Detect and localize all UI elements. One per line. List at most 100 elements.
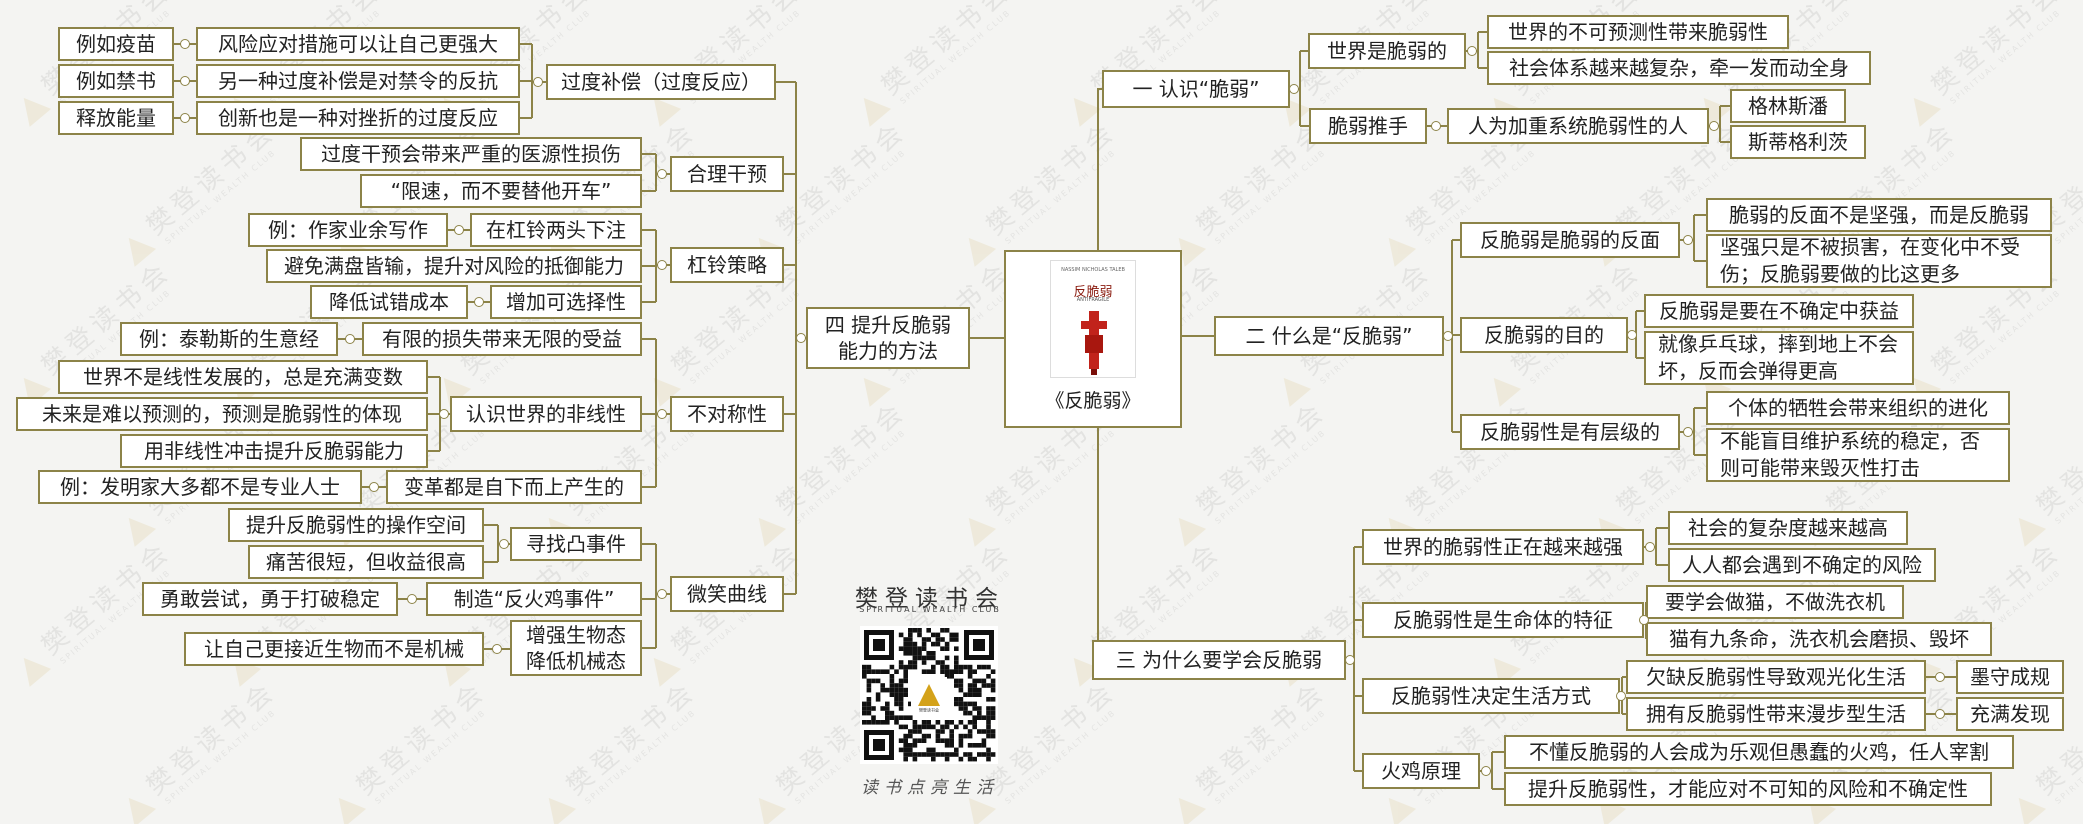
example-banned-books[interactable]: 例如禁书 xyxy=(58,64,174,98)
node-anti-turkey-event[interactable]: 制造“反火鸡事件” xyxy=(426,582,642,616)
leaf-bottom-up[interactable]: 变革都是自下而上产生的 xyxy=(386,470,642,504)
collapse-toggle[interactable] xyxy=(657,260,667,270)
tag-discovery[interactable]: 充满发现 xyxy=(1956,697,2064,731)
node-convex-events[interactable]: 寻找凸事件 xyxy=(510,527,642,561)
leaf-system-stability[interactable]: 不能盲目维护系统的稳定，否则可能带来毁灭性打击 xyxy=(1706,428,2010,482)
qr-code[interactable]: 樊登读书会 xyxy=(860,626,998,764)
node-nonlinear[interactable]: 认识世界的非线性 xyxy=(450,396,642,432)
leaf-optionality[interactable]: 增加可选择性 xyxy=(490,285,642,319)
node-fragility-pushers[interactable]: 脆弱推手 xyxy=(1309,108,1427,144)
collapse-toggle[interactable] xyxy=(1467,46,1477,56)
leaf-brave-try[interactable]: 勇敢尝试，勇于打破稳定 xyxy=(142,582,398,616)
collapse-toggle[interactable] xyxy=(1709,121,1719,131)
collapse-toggle[interactable] xyxy=(1627,330,1637,340)
node-lifestyle[interactable]: 反脆弱性决定生活方式 xyxy=(1362,678,1620,714)
leaf-stiglitz[interactable]: 斯蒂格利茨 xyxy=(1730,125,1866,159)
collapse-toggle[interactable] xyxy=(1935,709,1945,719)
collapse-toggle[interactable] xyxy=(1683,427,1693,437)
collapse-toggle[interactable] xyxy=(1616,691,1626,701)
leaf-closer-to-bio[interactable]: 让自己更接近生物而不是机械 xyxy=(184,632,484,666)
leaf-operating-space[interactable]: 提升反脆弱性的操作空间 xyxy=(228,508,484,542)
collapse-toggle[interactable] xyxy=(1683,235,1693,245)
collapse-toggle[interactable] xyxy=(499,539,509,549)
collapse-toggle[interactable] xyxy=(1289,84,1299,94)
leaf-sightseeing-life[interactable]: 欠缺反脆弱性导致观光化生活 xyxy=(1626,660,1926,694)
node-levels[interactable]: 反脆弱性是有层级的 xyxy=(1460,414,1680,450)
collapse-toggle[interactable] xyxy=(345,334,355,344)
leaf-not-strong[interactable]: 脆弱的反面不是坚强，而是反脆弱 xyxy=(1706,198,2052,232)
leaf-complexity[interactable]: 社会的复杂度越来越高 xyxy=(1668,511,1908,545)
leaf-innovation[interactable]: 创新也是一种对挫折的过度反应 xyxy=(196,101,520,135)
leaf-unpredictable-future[interactable]: 未来是难以预测的，预测是脆弱性的体现 xyxy=(16,397,428,431)
leaf-greenspan[interactable]: 格林斯潘 xyxy=(1730,89,1846,123)
leaf-avoid-total-loss[interactable]: 避免满盘皆输，提升对风险的抵御能力 xyxy=(266,249,642,283)
leaf-short-pain[interactable]: 痛苦很短，但收益很高 xyxy=(248,545,484,579)
collapse-toggle[interactable] xyxy=(1645,542,1655,552)
leaf-complex-society[interactable]: 社会体系越来越复杂，牵一发而动全身 xyxy=(1487,51,1871,85)
collapse-toggle[interactable] xyxy=(1639,615,1649,625)
example-thales[interactable]: 例：泰勒斯的生意经 xyxy=(120,322,338,356)
leaf-uncertain-risk[interactable]: 人人都会遇到不确定的风险 xyxy=(1668,548,1936,582)
leaf-pingpong[interactable]: 就像乒乓球，摔到地上不会坏，反而会弹得更高 xyxy=(1644,331,1914,385)
leaf-limited-loss[interactable]: 有限的损失带来无限的受益 xyxy=(362,322,642,356)
leaf-gain-uncertainty[interactable]: 反脆弱是要在不确定中获益 xyxy=(1644,294,1914,328)
node-life-feature[interactable]: 反脆弱性是生命体的特征 xyxy=(1362,602,1644,638)
branch-recognize-fragility[interactable]: 一 认识“脆弱” xyxy=(1102,70,1290,108)
collapse-toggle[interactable] xyxy=(180,76,190,86)
collapse-toggle[interactable] xyxy=(657,409,667,419)
node-smile-curve[interactable]: 微笑曲线 xyxy=(670,576,784,612)
node-goal[interactable]: 反脆弱的目的 xyxy=(1460,317,1628,353)
leaf-bet-both-ends[interactable]: 在杠铃两头下注 xyxy=(470,213,642,247)
collapse-toggle[interactable] xyxy=(474,297,484,307)
collapse-toggle[interactable] xyxy=(1935,672,1945,682)
leaf-ban-resistance[interactable]: 另一种过度补偿是对禁令的反抗 xyxy=(196,64,520,98)
node-overcompensation[interactable]: 过度补偿（过度反应） xyxy=(546,64,776,100)
collapse-toggle[interactable] xyxy=(180,113,190,123)
node-turkey-principle[interactable]: 火鸡原理 xyxy=(1362,753,1480,789)
node-reasonable-intervention[interactable]: 合理干预 xyxy=(670,156,784,192)
collapse-toggle[interactable] xyxy=(533,77,543,87)
node-fragile-world[interactable]: 世界是脆弱的 xyxy=(1308,33,1466,69)
example-vaccine[interactable]: 例如疫苗 xyxy=(58,27,174,61)
leaf-nine-lives[interactable]: 猫有九条命，洗衣机会磨损、毁坏 xyxy=(1646,622,1992,656)
node-bio-vs-mechanical[interactable]: 增强生物态 降低机械态 xyxy=(510,620,642,676)
collapse-toggle[interactable] xyxy=(657,589,667,599)
example-release-energy[interactable]: 释放能量 xyxy=(58,101,174,135)
collapse-toggle[interactable] xyxy=(492,644,502,654)
leaf-individual-sacrifice[interactable]: 个体的牺牲会带来组织的进化 xyxy=(1706,391,2010,425)
collapse-toggle[interactable] xyxy=(369,482,379,492)
node-barbell-strategy[interactable]: 杠铃策略 xyxy=(670,247,784,283)
collapse-toggle[interactable] xyxy=(1443,331,1453,341)
leaf-speed-limit[interactable]: “限速，而不要替他开车” xyxy=(360,174,642,208)
leaf-world-not-linear[interactable]: 世界不是线性发展的，总是充满变数 xyxy=(58,360,428,394)
leaf-cope-uncertainty[interactable]: 提升反脆弱性，才能应对不可知的风险和不确定性 xyxy=(1504,772,1992,806)
collapse-toggle[interactable] xyxy=(796,333,806,343)
leaf-lower-trial-cost[interactable]: 降低试错成本 xyxy=(310,285,468,319)
collapse-toggle[interactable] xyxy=(1481,766,1491,776)
collapse-toggle[interactable] xyxy=(439,409,449,419)
node-fragility-growing[interactable]: 世界的脆弱性正在越来越强 xyxy=(1362,529,1644,565)
example-writer[interactable]: 例：作家业余写作 xyxy=(248,213,448,247)
tag-conventional[interactable]: 墨守成规 xyxy=(1956,660,2064,694)
leaf-wandering-life[interactable]: 拥有反脆弱性带来漫步型生活 xyxy=(1626,697,1926,731)
collapse-toggle[interactable] xyxy=(657,169,667,179)
node-opposite[interactable]: 反脆弱是脆弱的反面 xyxy=(1460,222,1680,258)
leaf-naive-turkey[interactable]: 不懂反脆弱的人会成为乐观但愚蠢的火鸡，任人宰割 xyxy=(1504,735,2014,769)
branch-why-learn[interactable]: 三 为什么要学会反脆弱 xyxy=(1092,640,1346,680)
branch-methods[interactable]: 四 提升反脆弱 能力的方法 xyxy=(806,307,970,369)
node-asymmetry[interactable]: 不对称性 xyxy=(670,396,784,432)
leaf-be-a-cat[interactable]: 要学会做猫，不做洗衣机 xyxy=(1646,585,1904,619)
leaf-nonlinear-shock[interactable]: 用非线性冲击提升反脆弱能力 xyxy=(120,434,428,468)
branch-what-is-antifragile[interactable]: 二 什么是“反脆弱” xyxy=(1214,316,1444,356)
collapse-toggle[interactable] xyxy=(1431,121,1441,131)
collapse-toggle[interactable] xyxy=(407,594,417,604)
leaf-risk-measures[interactable]: 风险应对措施可以让自己更强大 xyxy=(196,27,520,61)
leaf-iatrogenic[interactable]: 过度干预会带来严重的医源性损伤 xyxy=(300,137,642,171)
collapse-toggle[interactable] xyxy=(1345,655,1355,665)
collapse-toggle[interactable] xyxy=(454,225,464,235)
example-inventors[interactable]: 例：发明家大多都不是专业人士 xyxy=(38,470,362,504)
leaf-strong-vs-antifragile[interactable]: 坚强只是不被损害，在变化中不受伤；反脆弱要做的比这更多 xyxy=(1706,234,2052,288)
leaf-unpredictability[interactable]: 世界的不可预测性带来脆弱性 xyxy=(1487,15,1789,49)
collapse-toggle[interactable] xyxy=(180,39,190,49)
node-pushers-sub[interactable]: 人为加重系统脆弱性的人 xyxy=(1447,108,1709,144)
